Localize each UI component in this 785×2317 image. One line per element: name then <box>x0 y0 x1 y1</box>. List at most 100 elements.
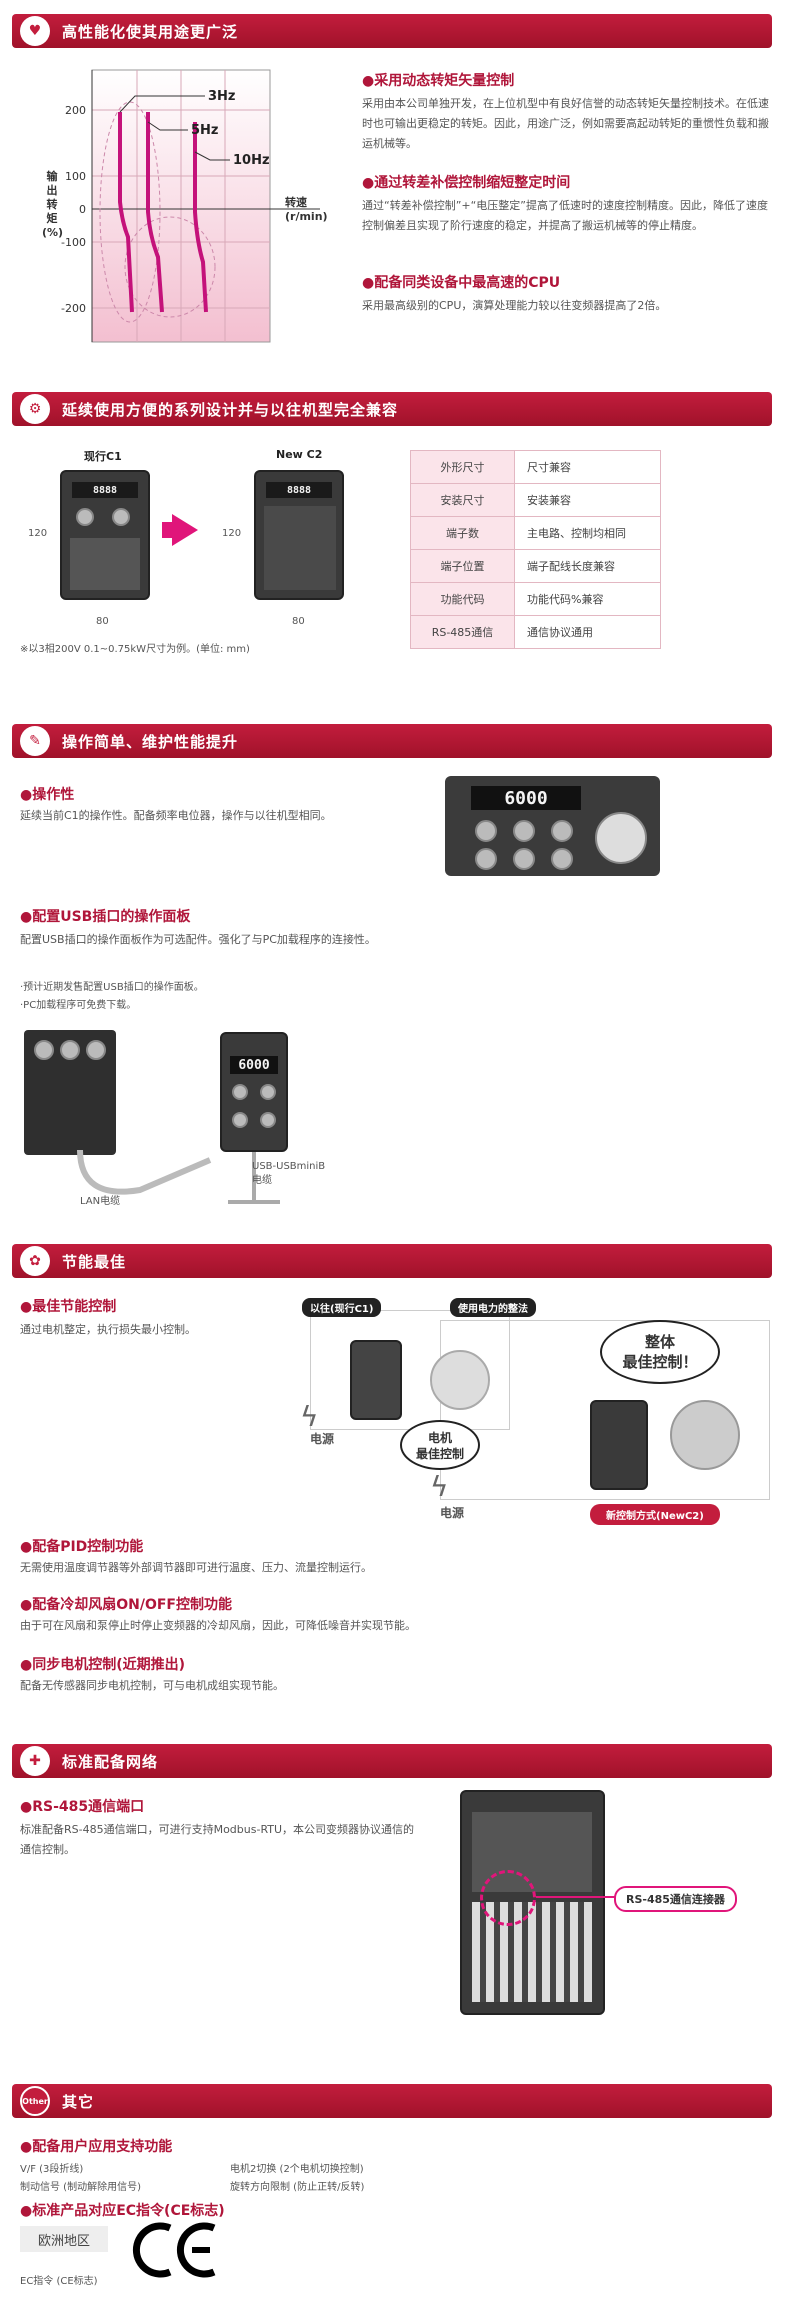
power-label: 电源 <box>310 1432 335 1446</box>
feature-text: 由于可在风扇和泵停止时停止变频器的冷却风扇，因此，可降低噪音并实现节能。 <box>20 1619 416 1632</box>
stand-base <box>228 1200 280 1204</box>
power-label: 电源 <box>440 1506 465 1520</box>
feature-heading: ●配备PID控制功能 <box>20 1539 144 1555</box>
height-dimension: 120 <box>222 528 242 539</box>
tag-power: 使用电力的整法 <box>450 1298 536 1317</box>
network-icon: ✚ <box>20 1746 50 1776</box>
region-label: 欧洲地区 <box>20 2226 108 2252</box>
inverter-base-image <box>24 1030 116 1155</box>
feature-heading: ●RS-485通信端口 <box>20 1799 145 1815</box>
height-dimension: 120 <box>28 528 48 539</box>
feature-item: 制动信号 (制动解除用信号) <box>20 2182 141 2193</box>
feature-text: 配置USB插口的操作面板作为可选配件。强化了与PC加载程序的连接性。 <box>20 933 376 946</box>
chart-xlabel: 转速 (r/min) <box>285 196 328 223</box>
table-row: 端子位置端子配线长度兼容 <box>410 549 661 583</box>
feature-text: 无需使用温度调节器等外部调节器即可进行温度、压力、流量控制运行。 <box>20 1561 372 1574</box>
ec-label: EC指令 (CE标志) <box>20 2276 98 2287</box>
curve-label-10hz: 10Hz <box>233 153 270 168</box>
ytick-label: 0 <box>79 203 86 216</box>
feature-heading: ●采用动态转矩矢量控制 <box>362 73 515 89</box>
bubble-text: 整体 最佳控制！ <box>600 1320 720 1384</box>
stand <box>252 1152 256 1202</box>
other-icon: Other <box>20 2086 50 2116</box>
torque-chart: 3Hz 5Hz 10Hz 200 100 0 -100 -200 <box>61 69 320 343</box>
section-title: 操作简单、维护性能提升 <box>62 732 239 751</box>
table-row: 端子数主电路、控制均相同 <box>410 516 661 550</box>
section-title: 其它 <box>62 2092 95 2111</box>
usb-panel-image: 6000 <box>220 1032 288 1152</box>
feature-text: 通过“转差补偿控制”+“电压整定”提高了低速时的速度控制精度。因此，降低了速度控… <box>362 199 769 232</box>
feature-text: 通过电机整定，执行损失最小控制。 <box>20 1323 196 1336</box>
section-banner: Other 其它 <box>12 2084 772 2118</box>
usb-cable-label: USB-USBminiB 电缆 <box>252 1161 326 1186</box>
new-inverter-image <box>590 1400 648 1490</box>
section-other: Other 其它 ●配备用户应用支持功能 V/F (3段折线) 电机2切换 (2… <box>0 2070 785 2317</box>
section-banner: ♥ 高性能化使其用途更广泛 <box>12 14 772 48</box>
connector-label: RS-485通信连接器 <box>614 1886 737 1912</box>
tag-old: 以往(现行C1) <box>302 1298 382 1317</box>
width-dimension: 80 <box>292 616 305 627</box>
ytick-label: -200 <box>61 302 86 315</box>
heart-icon: ♥ <box>20 16 50 46</box>
lightning-icon: ϟ <box>430 1470 449 1503</box>
lightning-icon: ϟ <box>300 1400 319 1433</box>
wrench-icon: ✎ <box>20 726 50 756</box>
ce-mark-icon <box>132 2222 216 2278</box>
motor-icon <box>430 1350 490 1410</box>
gear-icon: ⚙ <box>20 394 50 424</box>
table-row: 外形尺寸尺寸兼容 <box>410 450 661 484</box>
feature-item: 电机2切换 (2个电机切换控制) <box>230 2164 364 2175</box>
section-performance: ♥ 高性能化使其用途更广泛 3Hz 5Hz 10Hz 200 100 0 -10… <box>0 0 785 380</box>
curve-label-3hz: 3Hz <box>208 89 236 104</box>
arrow-right-icon <box>172 514 198 546</box>
feature-heading: ●最佳节能控制 <box>20 1299 117 1315</box>
feature-text: 标准配备RS-485通信端口，可进行支持Modbus-RTU，本公司变频器协议通… <box>20 1823 415 1856</box>
feature-heading: ●标准产品对应EC指令(CE标志) <box>20 2203 225 2219</box>
table-row: 安装尺寸安装兼容 <box>410 483 661 517</box>
section-title: 标准配备网络 <box>62 1752 159 1771</box>
curve-label-5hz: 5Hz <box>191 123 219 138</box>
note-line: ·PC加载程序可免费下载。 <box>20 1000 137 1011</box>
width-dimension: 80 <box>96 616 109 627</box>
callout-line <box>536 1896 616 1898</box>
cable <box>77 1149 212 1195</box>
feature-heading: ●通过转差补偿控制缩短整定时间 <box>362 175 571 191</box>
new-inverter-image: 8888 <box>254 470 344 600</box>
feature-heading: ●同步电机控制(近期推出) <box>20 1657 186 1673</box>
chart-ylabel: 输出 转矩 (%) <box>42 170 64 239</box>
section-banner: ✚ 标准配备网络 <box>12 1744 772 1778</box>
motor-icon <box>670 1400 740 1470</box>
motor-control-label: 电机 最佳控制 <box>400 1420 480 1470</box>
feature-item: V/F (3段折线) <box>20 2164 84 2175</box>
section-operation: ✎ 操作简单、维护性能提升 ●操作性 延续当前C1的操作性。配备频率电位器，操作… <box>0 720 785 1250</box>
energy-diagram: 以往(现行C1) 使用电力的整法 整体 最佳控制！ 电机 最佳控制 电源 电源 … <box>290 1290 780 1540</box>
feature-item: 旋转方向限制 (防止正转/反转) <box>230 2182 365 2193</box>
ytick-label: 200 <box>65 104 86 117</box>
panel-display: 6000 <box>471 786 581 810</box>
feature-heading: ●操作性 <box>20 787 75 803</box>
section-compatibility: ⚙ 延续使用方便的系列设计并与以往机型完全兼容 现行C1 New C2 8888… <box>0 388 785 688</box>
section-banner: ✿ 节能最佳 <box>12 1244 772 1278</box>
section-title: 延续使用方便的系列设计并与以往机型完全兼容 <box>62 400 399 419</box>
ytick-label: -100 <box>61 236 86 249</box>
feature-heading: ●配置USB插口的操作面板 <box>20 909 191 925</box>
old-inverter-image: 8888 <box>60 470 150 600</box>
feature-heading: ●配备同类设备中最高速的CPU <box>362 275 561 291</box>
inverter-network-image <box>460 1790 605 2015</box>
connector-highlight <box>480 1870 536 1926</box>
compatibility-table: 外形尺寸尺寸兼容 安装尺寸安装兼容 端子数主电路、控制均相同 端子位置端子配线长… <box>410 450 661 649</box>
feature-heading: ●配备用户应用支持功能 <box>20 2139 173 2155</box>
dimension-note: ※以3相200V 0.1~0.75kW尺寸为例。(单位: mm) <box>20 644 250 655</box>
feature-text: 采用最高级别的CPU，演算处理能力较以往变频器提高了2倍。 <box>362 299 667 312</box>
feature-text: 采用由本公司单独开发，在上位机型中有良好信誉的动态转矩矢量控制技术。在低速时也可… <box>362 97 769 150</box>
old-model-label: 现行C1 <box>84 450 122 463</box>
lan-cable-label: LAN电缆 <box>80 1196 121 1207</box>
feature-heading: ●配备冷却风扇ON/OFF控制功能 <box>20 1597 232 1613</box>
operation-panel-image: 6000 <box>445 776 660 876</box>
sprout-icon: ✿ <box>20 1246 50 1276</box>
new-model-label: New C2 <box>276 448 323 461</box>
feature-text: 配备无传感器同步电机控制，可与电机成组实现节能。 <box>20 1679 284 1692</box>
section-banner: ⚙ 延续使用方便的系列设计并与以往机型完全兼容 <box>12 392 772 426</box>
old-inverter-image <box>350 1340 402 1420</box>
table-row: RS-485通信通信协议通用 <box>410 615 661 649</box>
